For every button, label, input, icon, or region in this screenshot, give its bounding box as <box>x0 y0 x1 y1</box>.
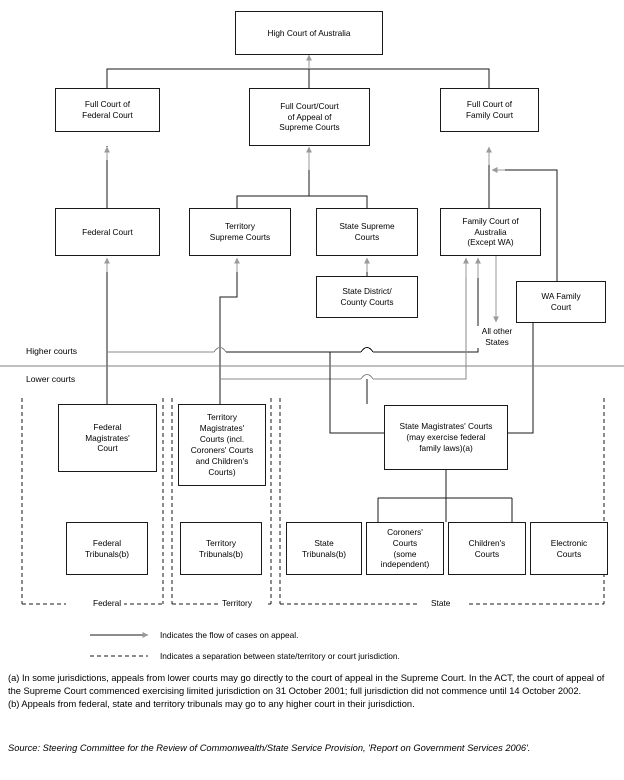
source-label: Source: <box>8 743 41 753</box>
legend-arrow-text: Indicates the flow of cases on appeal. <box>160 630 298 640</box>
label-lower-courts: Lower courts <box>26 374 76 384</box>
zone-territory-text: Territory <box>222 598 252 608</box>
legend-arrow-label: Indicates the flow of cases on appeal. <box>160 630 299 640</box>
footnote-b: (b) Appeals from federal, state and terr… <box>8 699 415 710</box>
node-label: State District/County Courts <box>340 286 394 307</box>
zone-label-federal: Federal <box>90 598 125 608</box>
source-text: Steering Committee for the Review of Com… <box>40 743 531 753</box>
zone-federal-text: Federal <box>93 598 122 608</box>
legend-dashed-text: Indicates a separation between state/ter… <box>160 651 400 661</box>
node-high-court[interactable]: High Court of Australia <box>235 11 383 55</box>
zone-label-territory: Territory <box>219 598 255 608</box>
zone-label-state: State <box>428 598 454 608</box>
node-label: Federal Court <box>82 226 133 237</box>
source-note: Source: Steering Committee for the Revie… <box>8 742 618 755</box>
lower-courts-text: Lower courts <box>26 374 76 384</box>
footnote-a: (a) In some jurisdictions, appeals from … <box>8 673 605 697</box>
node-federal-court[interactable]: Federal Court <box>55 208 160 256</box>
label-higher-courts: Higher courts <box>26 346 78 356</box>
legend-dashed-label: Indicates a separation between state/ter… <box>160 651 400 661</box>
higher-courts-text: Higher courts <box>26 346 78 356</box>
node-state-district-county-courts[interactable]: State District/County Courts <box>316 276 418 318</box>
node-label: State Magistrates' Courts(may exercise f… <box>399 421 493 453</box>
footnotes: (a) In some jurisdictions, appeals from … <box>8 672 618 712</box>
node-label: High Court of Australia <box>267 27 351 38</box>
zone-state-text: State <box>431 598 451 608</box>
node-state-magistrates-courts[interactable]: State Magistrates' Courts(may exercise f… <box>384 405 508 470</box>
